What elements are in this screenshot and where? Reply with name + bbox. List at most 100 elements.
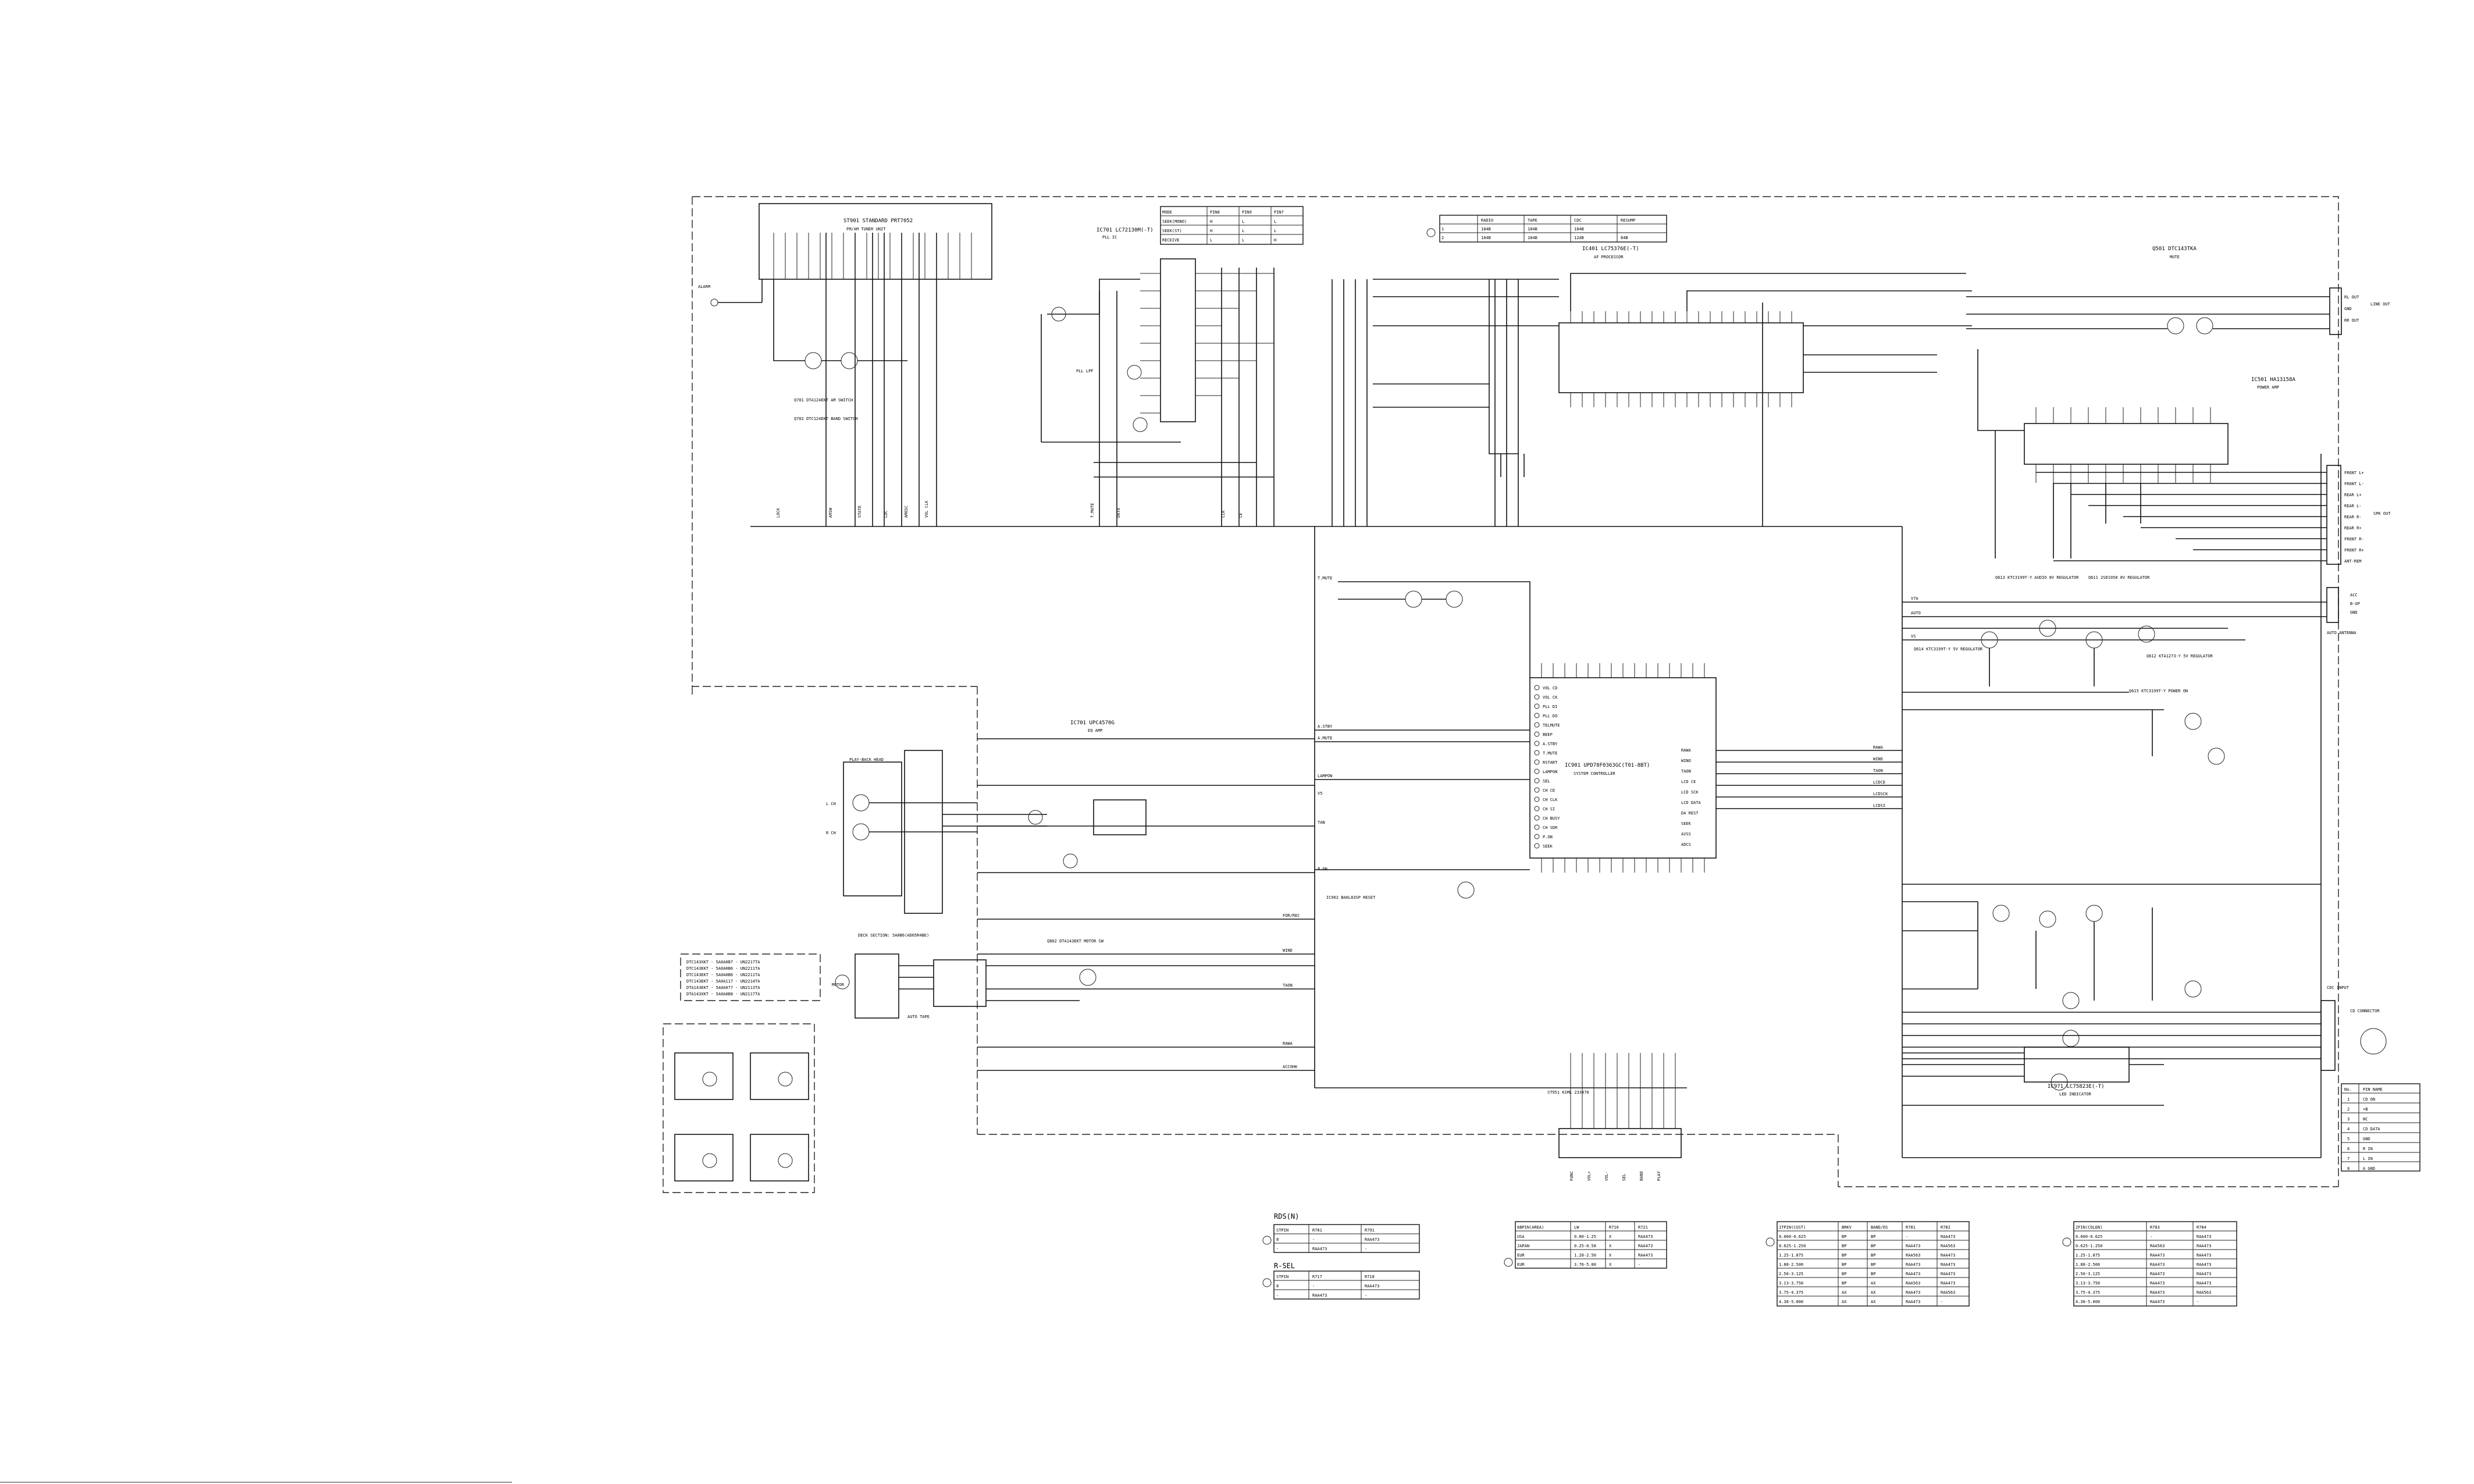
lamp-section: [1902, 884, 2321, 1009]
reg-3: Q611 2SD1950 8V REGULATOR: [2088, 575, 2150, 580]
table-cell: BP: [1871, 1272, 1875, 1276]
transistor-notes-text: DTC143XKT - 5A0A0B7 - UN2217TADTC143EKT …: [686, 960, 760, 997]
signal-label: TAON: [1873, 768, 1883, 773]
table-header: No.: [2344, 1087, 2352, 1092]
table-cell: 0.625-1.250: [2076, 1244, 2102, 1248]
table-header: R718: [1365, 1275, 1375, 1279]
table-cell: NC: [2363, 1117, 2368, 1122]
table-header: R721: [1638, 1225, 1648, 1230]
table-cell: AX: [1871, 1281, 1876, 1286]
spk-pin-8: FRONT R+: [2344, 548, 2364, 553]
table-cell: RAA563: [1906, 1281, 1920, 1286]
table-header: BAND/DS: [1871, 1225, 1888, 1230]
deck-label: DECK SECTION: 5A0B6(AD05R4BE): [858, 933, 929, 938]
controller-pin: PLL DO: [1543, 714, 1557, 718]
bus-signal: FOR/REC: [1283, 913, 1300, 918]
table-cell: 0.625-1.250: [1779, 1244, 1806, 1248]
note-line: DTC143EKT - 5A0A117 - UN2214TA: [686, 979, 760, 984]
table-colen: [2062, 1221, 2237, 1307]
reg-5: Q615 KTC3199T-Y POWER ON: [2129, 689, 2188, 693]
table-cell: RAA563: [2197, 1290, 2211, 1295]
reg-1: Q613 KTC3199T-Y AUDIO 8V REGULATOR: [1995, 575, 2079, 580]
table-cell: 84B: [1621, 236, 1628, 240]
table-cell: X: [1609, 1253, 1612, 1258]
bus-signal: V5: [1318, 791, 1322, 796]
lcd-section: IC971 LC75823E(-T) LED INDICATOR ST951 K…: [1547, 1030, 2164, 1158]
table-cell: 7: [2347, 1156, 2350, 1161]
pin-marker: [1534, 806, 1540, 812]
table-cell: 3.76-5.00: [1574, 1262, 1596, 1267]
table-cell: 2: [1441, 236, 1444, 240]
table-cell: RAA473: [1941, 1281, 1955, 1286]
lineout-pin-1: RL OUT: [2344, 295, 2359, 300]
table-header: R781: [1312, 1228, 1322, 1233]
table-cell: BP: [1842, 1272, 1846, 1276]
signal-label: LCDSI: [1873, 803, 1885, 808]
eq-amp-label: IC701 UPC4570G: [1070, 720, 1115, 726]
table-cell: RAA473: [1638, 1234, 1653, 1239]
bus-signal: ACCOHK: [1283, 1065, 1298, 1069]
table-header: R716: [1609, 1225, 1619, 1230]
table-cell: X: [1609, 1262, 1612, 1267]
key-label: BAND: [1639, 1171, 1644, 1181]
table-cell: -: [2197, 1300, 2199, 1304]
table-cell: BP: [1842, 1244, 1846, 1248]
table-cell: RAA473: [2197, 1253, 2211, 1258]
table-cell: 1.88-2.500: [2076, 1262, 2100, 1267]
pll-ic: IC701 LC72130M(-T) PLL IC PLL LPF: [1041, 227, 1274, 478]
table-cell: RAA473: [1906, 1262, 1920, 1267]
table-cell: 0.000-0.625: [1779, 1234, 1806, 1239]
table-header: STPIN: [1276, 1275, 1288, 1279]
controller-pin: CH CLK: [1543, 798, 1558, 802]
controller-pin: RAWA: [1681, 748, 1692, 753]
controller-pin: VOL CD: [1543, 686, 1557, 691]
table-cell: RAA563: [1941, 1290, 1955, 1295]
table-cell: GND: [2363, 1137, 2370, 1141]
cd-connector-sub: CDC INPUT: [2327, 985, 2350, 990]
motor-label: MOTOR: [832, 983, 845, 987]
table-cell: RAA473: [2197, 1281, 2211, 1286]
table-cell: RECEIVE: [1162, 238, 1180, 243]
pin-marker: [1534, 843, 1540, 849]
table-cell: RAA473: [1941, 1262, 1955, 1267]
table-header: R781: [1906, 1225, 1916, 1230]
reset-label: IC902 BA6L83SP RESET: [1326, 895, 1376, 900]
table-cell: H: [1274, 238, 1276, 243]
table-cell: AX: [1842, 1300, 1847, 1304]
table-cell: RAA473: [1906, 1290, 1920, 1295]
table-cell: 184B: [1574, 227, 1584, 232]
bus-signal: RAWA: [1283, 1041, 1293, 1046]
table-cell: EUR: [1517, 1253, 1525, 1258]
table-header: TAPE: [1528, 218, 1537, 223]
table-cell: L: [1242, 219, 1244, 224]
table-cell: 2.50-3.125: [2076, 1272, 2100, 1276]
controller-pin: DA REST: [1681, 811, 1699, 816]
tuner-signal: DATA: [1116, 507, 1121, 518]
audio-ic-label: IC401 LC75376E(-T): [1582, 246, 1639, 252]
table-cell: -: [1906, 1234, 1908, 1239]
signal-label: LCDSCK: [1873, 792, 1888, 796]
table-cell: H: [1210, 219, 1212, 224]
spk-pin-6: REAR R+: [2344, 526, 2362, 531]
power-amp-sub: POWER AMP: [2257, 385, 2279, 390]
table-cell: 184B: [1481, 236, 1491, 240]
cd-connector-title: CD CONNECTOR: [2350, 1009, 2380, 1013]
pin-marker: [1534, 824, 1540, 830]
table-header: R782: [1941, 1225, 1950, 1230]
tuner-signal: ARSW: [828, 507, 833, 518]
table-cell: RAA473: [1941, 1272, 1955, 1276]
table-cell: 3: [2347, 1117, 2350, 1122]
controller-pin: PLL DI: [1543, 704, 1557, 709]
signal-label: RAWA: [1873, 745, 1884, 750]
table-cell: 3.13-3.750: [1779, 1281, 1803, 1286]
bus-signal: P.ON: [1318, 867, 1327, 871]
bus-signal: TAON: [1283, 983, 1293, 988]
board-outline: [692, 196, 2339, 1187]
table-cell: RAA563: [1906, 1253, 1920, 1258]
table-cell: 1.88-2.500: [1779, 1262, 1803, 1267]
table-cell: RAA473: [2197, 1234, 2211, 1239]
table-cell: RAA473: [1312, 1247, 1327, 1251]
table-cell: -: [2150, 1234, 2152, 1239]
